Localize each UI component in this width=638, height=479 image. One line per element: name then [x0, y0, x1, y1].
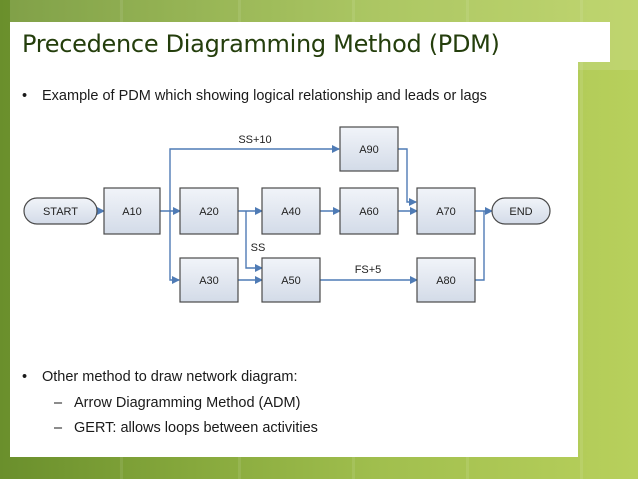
background-stripe [580, 0, 583, 479]
node-a60-label: A60 [359, 206, 379, 218]
node-a30-label: A30 [199, 275, 219, 287]
node-start: START [23, 197, 98, 225]
arrow-a80-end [475, 211, 485, 281]
title-strip [10, 22, 610, 62]
bullet-item-pdm-example: • Example of PDM which showing logical re… [22, 88, 487, 104]
node-a90: A90 [339, 126, 399, 172]
arrow-a90-a70 [398, 148, 417, 206]
node-end-label: END [509, 206, 532, 218]
node-a70: A70 [416, 187, 476, 235]
bullet-item-other-methods: • Other method to draw network diagram: [22, 369, 297, 385]
node-a90-label: A90 [359, 144, 379, 156]
bullet-symbol: • [22, 369, 28, 385]
node-a30: A30 [179, 257, 239, 303]
node-a80-label: A80 [436, 275, 456, 287]
arrow-ss-a20-a50 [245, 211, 263, 272]
node-a40: A40 [261, 187, 321, 235]
sub-item-gert: –GERT: allows loops between activities [54, 420, 318, 436]
node-a10-label: A10 [122, 206, 142, 218]
bullet-text: Example of PDM which showing logical rel… [42, 88, 487, 104]
node-end: END [491, 197, 551, 225]
node-a80: A80 [416, 257, 476, 303]
arrow-a10-a30 [169, 211, 180, 284]
node-a40-label: A40 [281, 206, 301, 218]
label-ss10: SS+10 [238, 134, 271, 146]
sub-item-text: Arrow Diagramming Method (ADM) [74, 395, 301, 411]
node-a50-label: A50 [281, 275, 301, 287]
sub-item-adm: –Arrow Diagramming Method (ADM) [54, 395, 300, 411]
dash-symbol: – [54, 395, 63, 411]
node-a10: A10 [103, 187, 161, 235]
dash-symbol: – [54, 420, 63, 436]
sub-item-text: GERT: allows loops between activities [74, 420, 318, 436]
node-a20-label: A20 [199, 206, 219, 218]
bullet-text: Other method to draw network diagram: [42, 369, 298, 385]
node-a60: A60 [339, 187, 399, 235]
label-ss: SS [251, 242, 266, 254]
node-a50: A50 [261, 257, 321, 303]
label-fs5: FS+5 [355, 264, 382, 276]
arrow-ss10-a90 [169, 145, 340, 211]
node-a70-label: A70 [436, 206, 456, 218]
node-start-label: START [43, 206, 78, 218]
bullet-symbol: • [22, 88, 28, 104]
slide-title: Precedence Diagramming Method (PDM) [22, 30, 500, 58]
node-a20: A20 [179, 187, 239, 235]
